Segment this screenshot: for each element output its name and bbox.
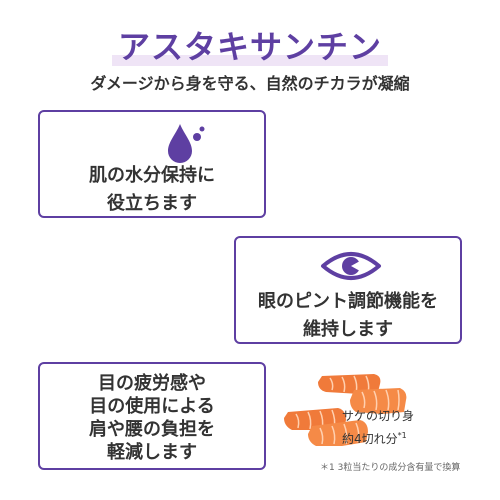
salmon-caption: サケの切り身 約4切れ分*1 bbox=[342, 406, 414, 449]
water-drop-icon bbox=[168, 124, 205, 163]
benefit-card-skin: 肌の水分保持に 役立ちます bbox=[38, 110, 266, 218]
card-line: 維持します bbox=[303, 319, 393, 340]
salmon-fillet bbox=[318, 374, 381, 394]
eye-icon bbox=[321, 252, 381, 280]
card-line: 目の使用による bbox=[89, 396, 215, 417]
card-text: 眼のピント調節機能を 維持します bbox=[236, 288, 460, 344]
card-text: 目の疲労感や 目の使用による 肩や腰の負担を 軽減します bbox=[40, 372, 264, 464]
salmon-fillet bbox=[308, 420, 368, 446]
card-text: 肌の水分保持に 役立ちます bbox=[40, 162, 264, 218]
benefit-card-eye-fatigue: 目の疲労感や 目の使用による 肩や腰の負担を 軽減します bbox=[38, 362, 266, 470]
title-wrap: アスタキサンチン bbox=[0, 22, 500, 68]
footnote: ＊1 3粒当たりの成分含有量で換算 bbox=[320, 463, 461, 473]
page-subtitle: ダメージから身を守る、自然のチカラが凝縮 bbox=[90, 74, 410, 93]
benefit-card-eye-focus: 眼のピント調節機能を 維持します bbox=[234, 236, 462, 344]
card-line: 肩や腰の負担を bbox=[89, 419, 215, 440]
page-title: アスタキサンチン bbox=[111, 22, 388, 68]
salmon-caption-line2: 約4切れ分*1 bbox=[342, 426, 414, 449]
salmon-fillet bbox=[350, 388, 407, 414]
page-title-text: アスタキサンチン bbox=[117, 28, 382, 66]
card-line: 肌の水分保持に bbox=[89, 165, 215, 186]
salmon-fillets-illustration bbox=[284, 374, 407, 446]
card-line: 役立ちます bbox=[107, 193, 197, 214]
card-line: 軽減します bbox=[107, 442, 197, 463]
salmon-amount: 約4切れ分 bbox=[342, 432, 398, 446]
card-line: 眼のピント調節機能を bbox=[258, 291, 438, 312]
salmon-caption-line1: サケの切り身 bbox=[342, 409, 415, 423]
footnote-marker: *1 bbox=[397, 431, 407, 440]
card-line: 目の疲労感や bbox=[98, 373, 206, 394]
